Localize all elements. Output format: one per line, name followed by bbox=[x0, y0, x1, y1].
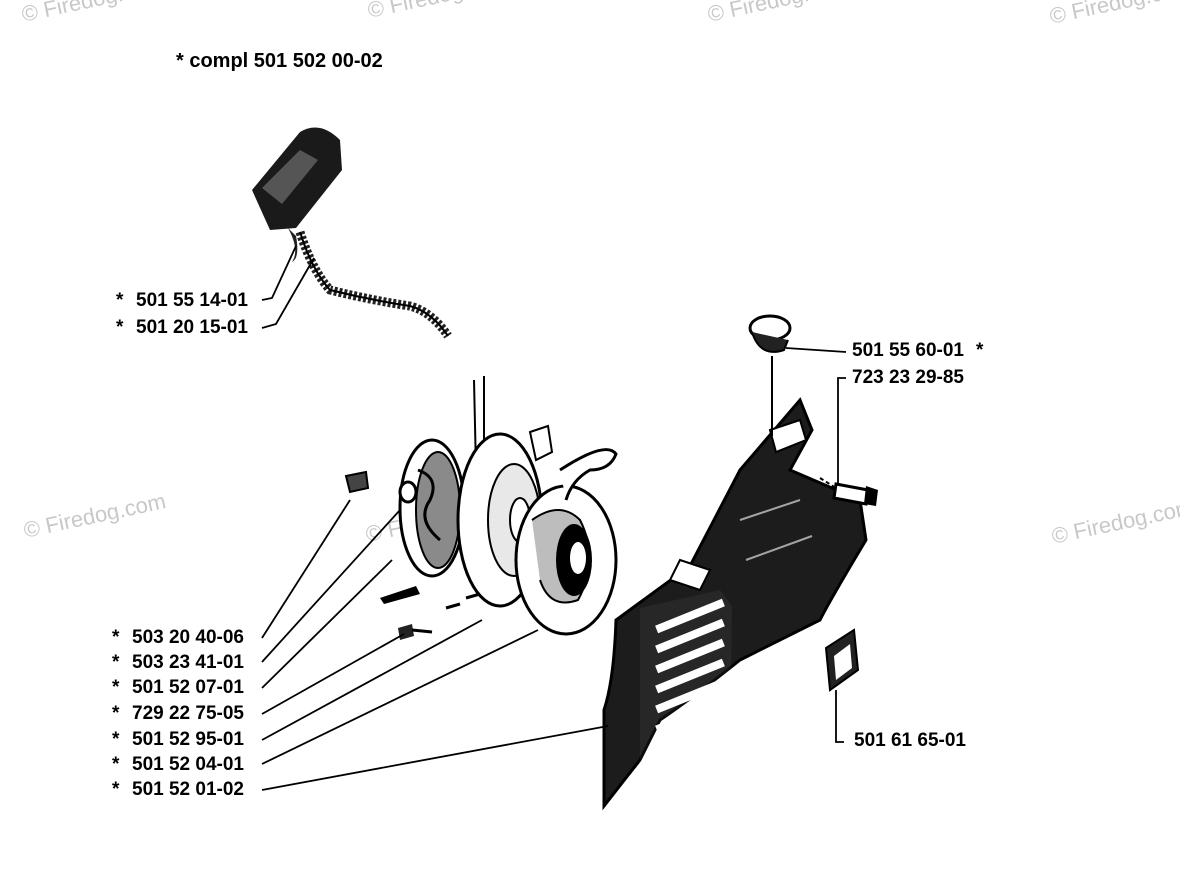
asterisk: * bbox=[112, 703, 120, 724]
asterisk: * bbox=[116, 290, 124, 311]
part-label: * 503 23 41-01 bbox=[112, 652, 244, 674]
asterisk: * bbox=[112, 729, 120, 750]
part-label: 501 55 60-01 * bbox=[852, 340, 983, 362]
housing-vents bbox=[654, 598, 725, 771]
asterisk: * bbox=[112, 754, 120, 775]
part-number: 501 52 04-01 bbox=[132, 754, 244, 775]
starter-housing bbox=[602, 397, 868, 811]
part-label: 723 23 29-85 bbox=[852, 367, 976, 389]
center-screw bbox=[344, 470, 418, 504]
part-label: * 501 20 15-01 bbox=[116, 317, 248, 339]
part-number: 729 22 75-05 bbox=[132, 703, 244, 724]
part-label: * 501 52 01-02 bbox=[112, 779, 244, 801]
part-label: 501 61 65-01 bbox=[854, 730, 978, 752]
asterisk: * bbox=[112, 677, 120, 698]
starter-handle bbox=[252, 127, 342, 262]
part-label: * 501 52 04-01 bbox=[112, 754, 244, 776]
part-number: 501 20 15-01 bbox=[136, 317, 248, 338]
part-number: 501 52 95-01 bbox=[132, 729, 244, 750]
asterisk: * bbox=[112, 652, 120, 673]
assembly-note: * compl 501 502 00-02 bbox=[176, 50, 383, 72]
starter-rope bbox=[295, 230, 452, 339]
asterisk: * bbox=[976, 340, 984, 361]
pawl-carrier bbox=[514, 448, 618, 636]
part-label: * 729 22 75-05 bbox=[112, 703, 244, 725]
part-number: 503 20 40-06 bbox=[132, 627, 244, 648]
decal bbox=[824, 628, 860, 692]
part-number: 503 23 41-01 bbox=[132, 652, 244, 673]
rope-guide-bushing bbox=[748, 314, 792, 436]
asterisk: * bbox=[112, 627, 120, 648]
part-number: 501 61 65-01 bbox=[854, 730, 966, 751]
asterisk: * bbox=[116, 317, 124, 338]
part-label: * 501 52 95-01 bbox=[112, 729, 244, 751]
recoil-spring bbox=[380, 438, 466, 604]
part-number: 501 52 01-02 bbox=[132, 779, 244, 800]
part-number: 501 52 07-01 bbox=[132, 677, 244, 698]
part-number: 501 55 14-01 bbox=[136, 290, 248, 311]
pawl-screw bbox=[398, 624, 433, 640]
part-label: * 503 20 40-06 bbox=[112, 627, 244, 649]
part-number: 501 55 60-01 bbox=[852, 340, 964, 361]
part-label: * 501 52 07-01 bbox=[112, 677, 244, 699]
asterisk: * bbox=[112, 779, 120, 800]
part-number: 723 23 29-85 bbox=[852, 367, 964, 388]
leader-lines bbox=[261, 245, 847, 791]
housing-screw bbox=[819, 477, 878, 506]
part-label: * 501 55 14-01 bbox=[116, 290, 248, 312]
